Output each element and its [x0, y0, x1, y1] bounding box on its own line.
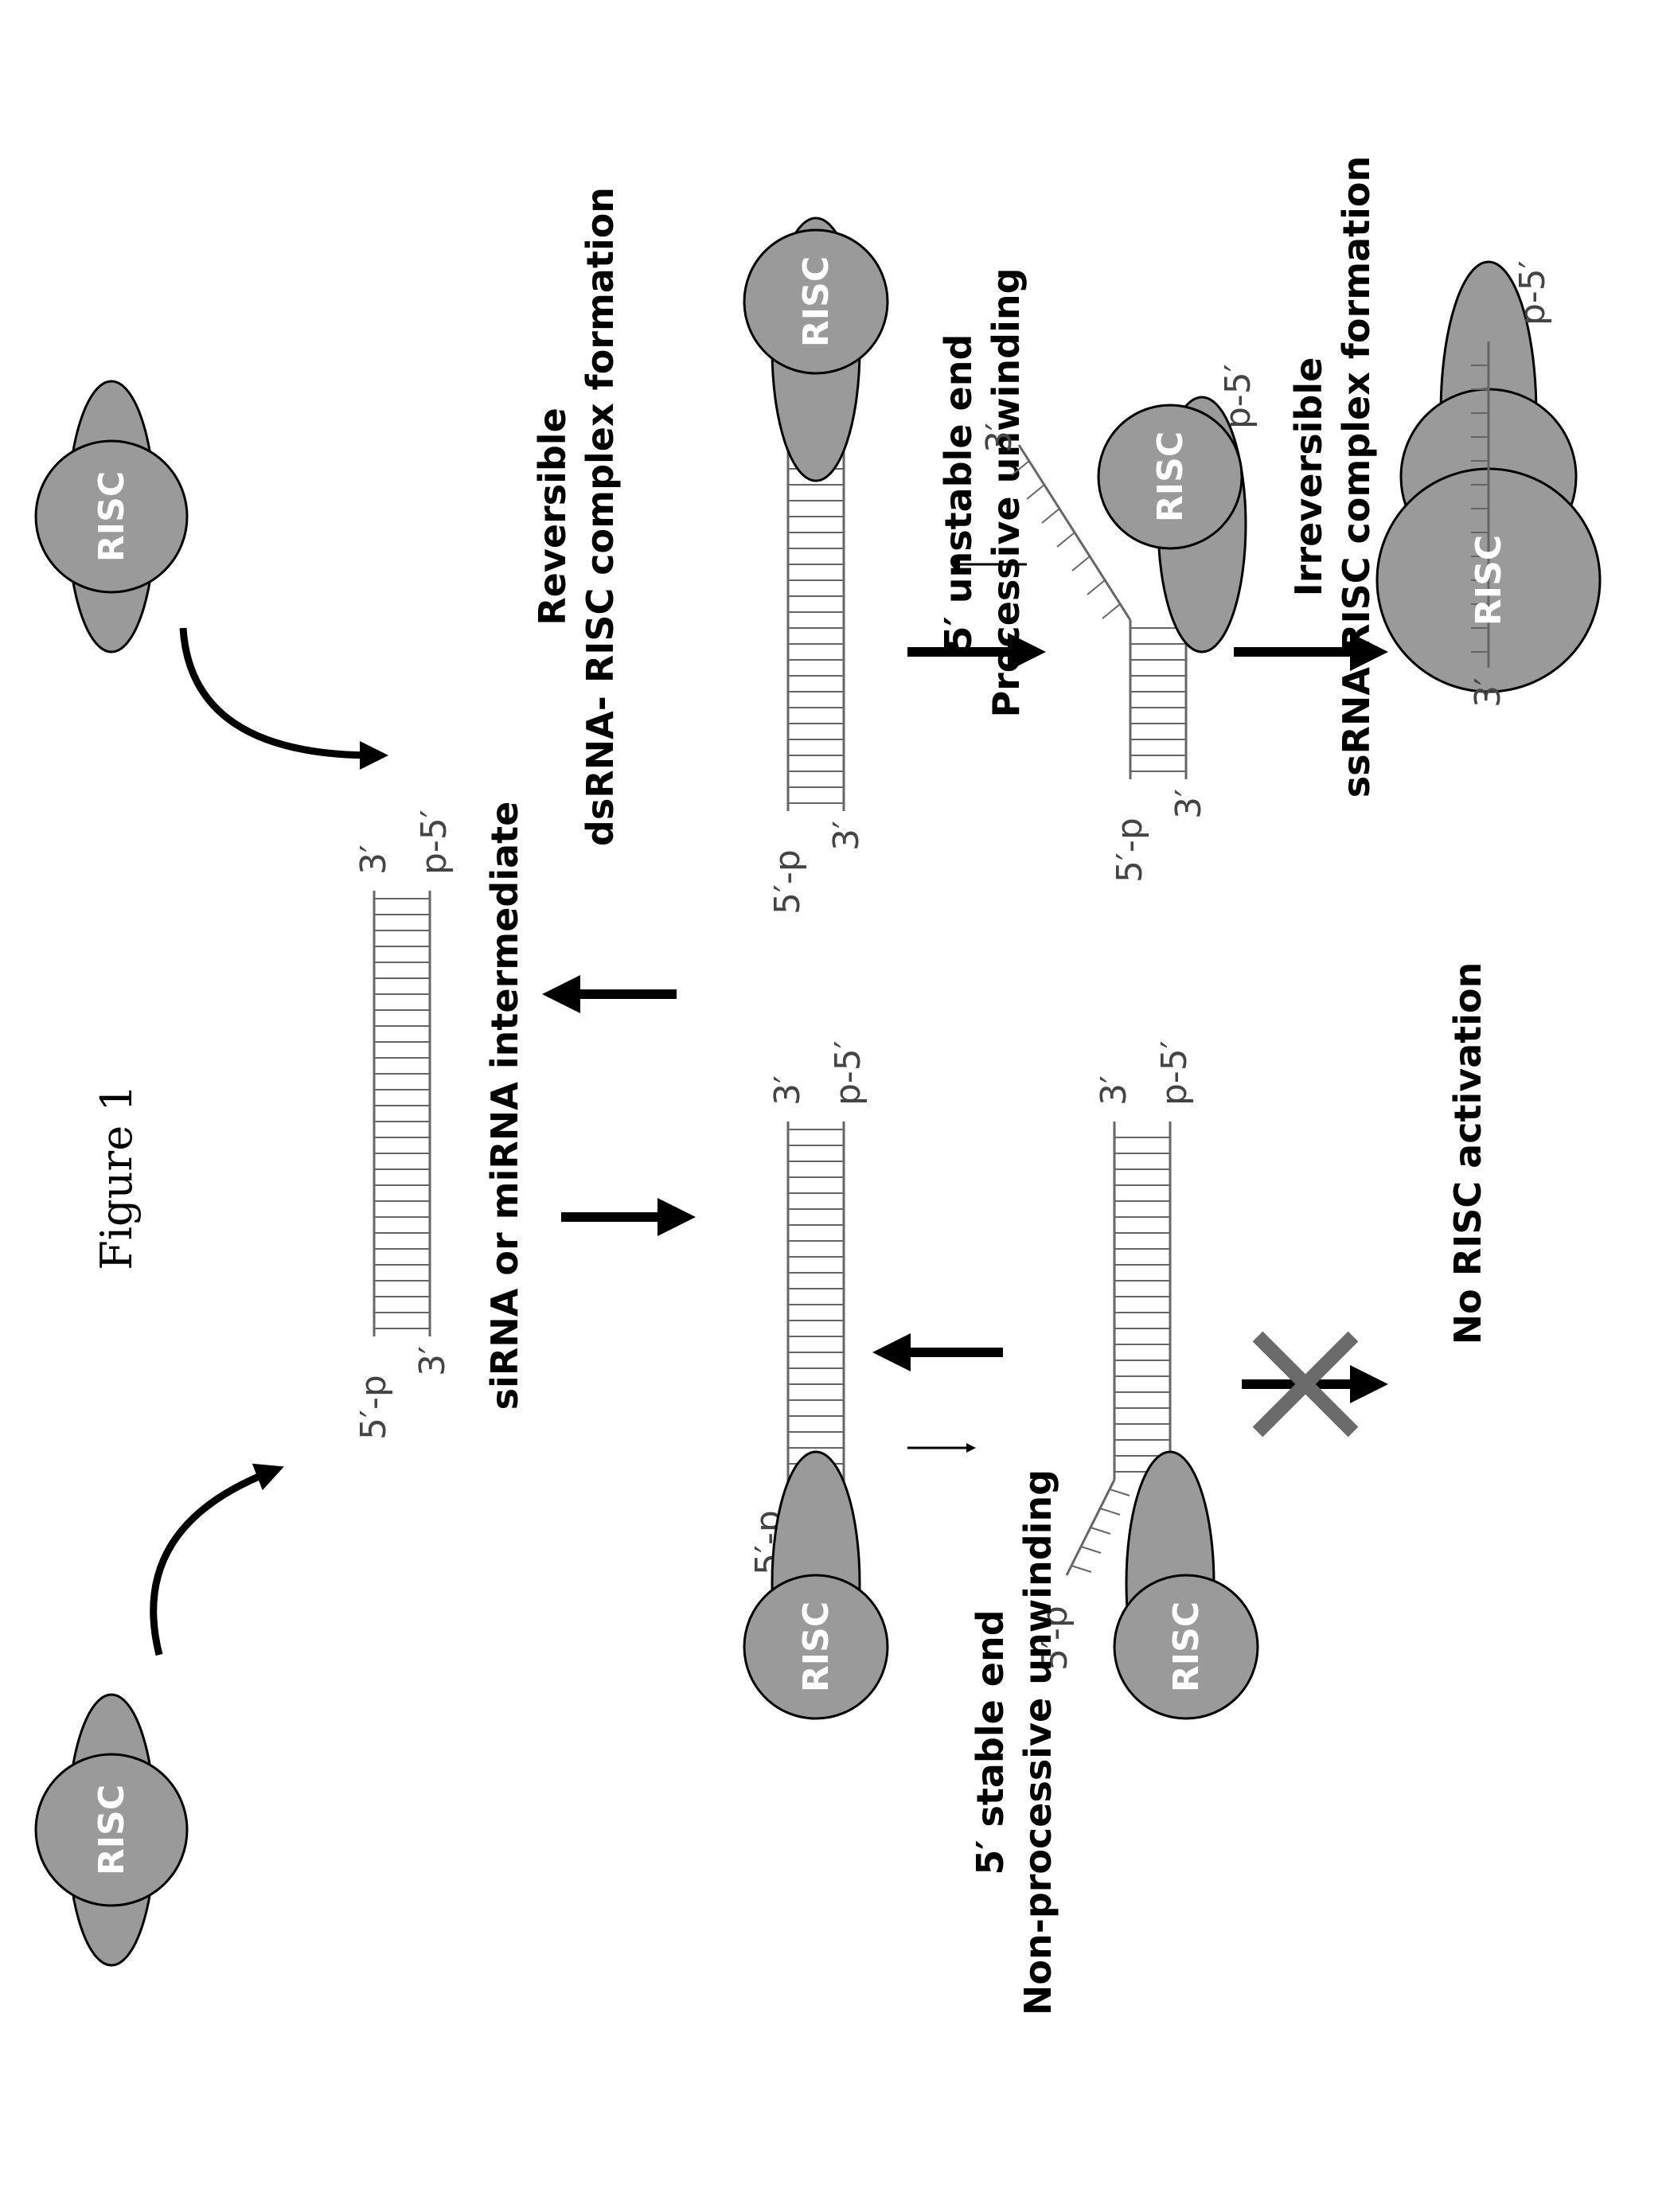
label-irreversible-line2: ssRNA-RISC complex formation — [1335, 156, 1378, 798]
risc-label: RISC — [1166, 1601, 1207, 1692]
label-unstable-line1: 5′ unstable end — [937, 334, 980, 652]
terminus-p5: p-5′ — [414, 810, 455, 875]
risc-free-right: RISC — [36, 381, 187, 652]
figure-title: Figure 1 — [92, 1084, 142, 1270]
label-stable-line1: 5′ stable end — [969, 1609, 1012, 1875]
terminus-p5: p-5′ — [1512, 260, 1553, 326]
terminus-3prime: 3′ — [353, 845, 394, 875]
risc-label: RISC — [1150, 431, 1191, 522]
blocked-arrow — [1242, 1336, 1369, 1432]
risc-bound-left-bottom: RISC — [1114, 1452, 1258, 1718]
terminus-3prime: 3′ — [826, 821, 867, 851]
equilibrium-arrows-center — [561, 994, 677, 1217]
label-reversible-line2: dsRNA- RISC complex formation — [579, 187, 622, 846]
final-ssrna-risc: RISC 3′ p-5′ — [1377, 260, 1600, 708]
risc-label: RISC — [796, 1601, 837, 1692]
duplex-rungs — [374, 899, 430, 1328]
risc-bound-right-middle: RISC — [1098, 397, 1246, 652]
risc-free-left: RISC — [36, 1695, 187, 1965]
risc-bound-left-top: RISC — [744, 1452, 888, 1718]
label-intermediate: siRNA or miRNA intermediate — [483, 802, 526, 1410]
terminus-3prime: 3′ — [412, 1346, 453, 1376]
curved-arrow-left — [154, 1472, 271, 1655]
terminus-3prime: 3′ — [1094, 1075, 1134, 1106]
terminus-3prime: 3′ — [979, 423, 1020, 453]
label-reversible-line1: Reversible — [531, 408, 574, 626]
terminus-5p: 5′-p — [353, 1375, 394, 1440]
terminus-5p: 5′-p — [767, 849, 808, 915]
risc-label: RISC — [1469, 535, 1509, 626]
terminus-5p: 5′-p — [1110, 817, 1150, 883]
risc-label: RISC — [92, 1785, 132, 1875]
label-irreversible-line1: Irreversible — [1287, 357, 1330, 597]
terminus-3prime: 3′ — [1169, 789, 1209, 819]
curved-arrow-right — [183, 628, 374, 755]
risc-label: RISC — [92, 471, 132, 562]
risc-label: RISC — [796, 256, 837, 347]
terminus-p5: p-5′ — [828, 1040, 868, 1106]
label-stable-line2: Non-processive unwinding — [1016, 1469, 1059, 2015]
label-no-activation: No RISC activation — [1446, 962, 1489, 1345]
equilibrium-arrows-left — [892, 1352, 1003, 1448]
risc-bound-right-top: RISC — [744, 218, 888, 481]
terminus-3prime: 3′ — [1468, 677, 1508, 708]
terminus-3prime: 3′ — [767, 1075, 808, 1106]
terminus-p5: p-5′ — [1154, 1040, 1195, 1106]
central-duplex: 5′-p 3′ 3′ p-5′ — [353, 810, 455, 1440]
